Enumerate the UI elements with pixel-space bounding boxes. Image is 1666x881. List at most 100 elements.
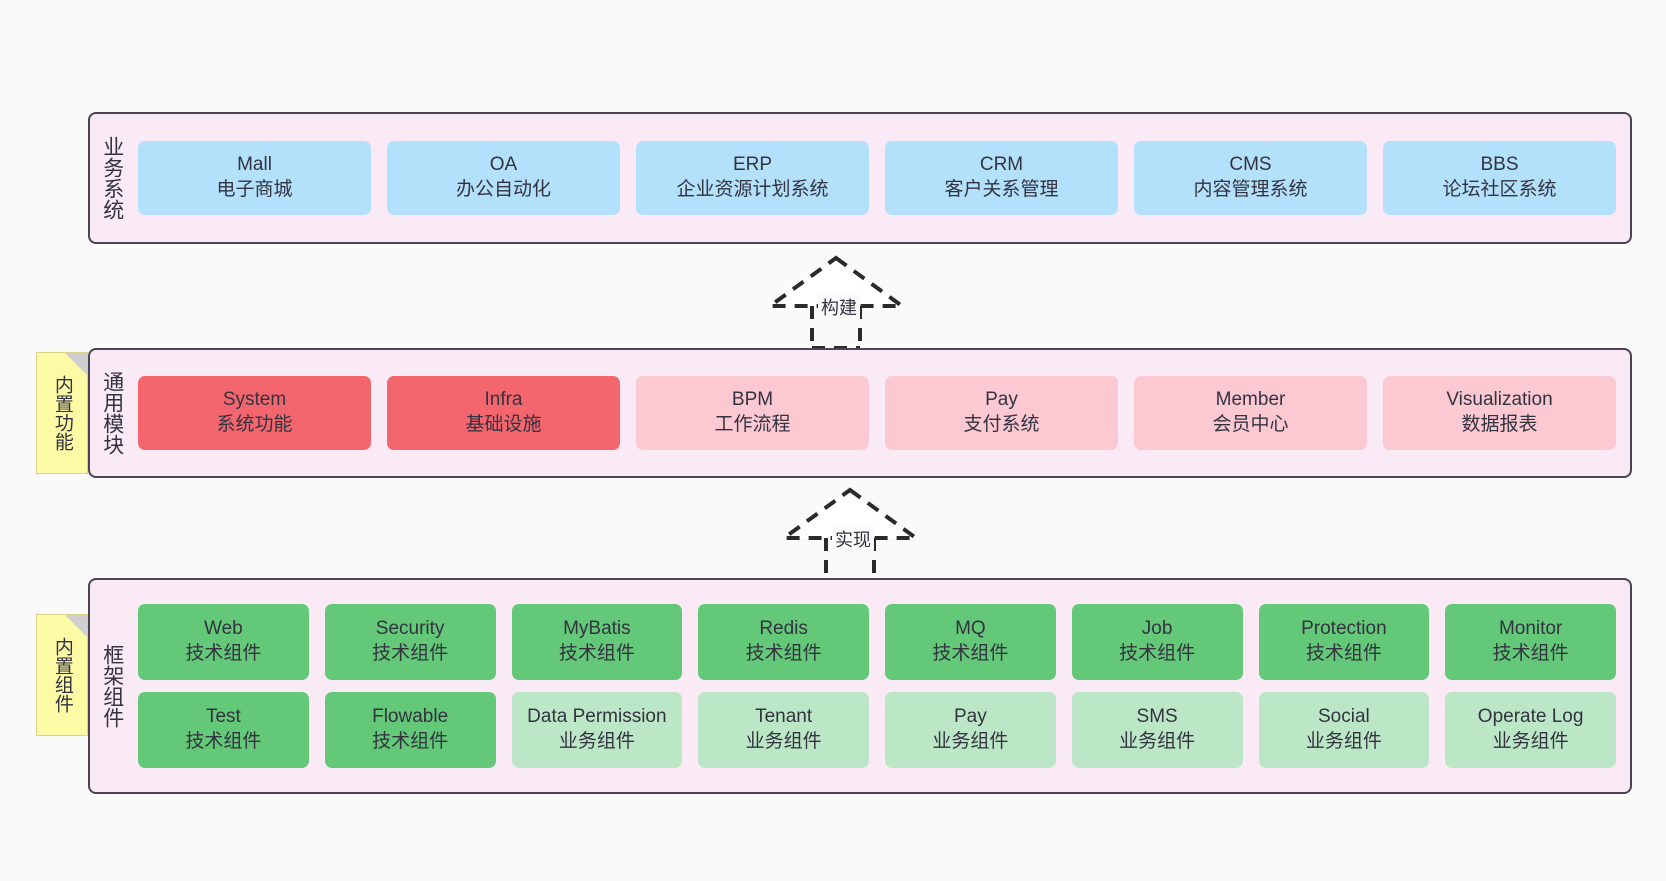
component-desc: 业务组件 [558, 731, 635, 752]
component-desc: 业务组件 [745, 731, 822, 752]
module-desc: 电子商城 [216, 179, 293, 200]
module-name: Member [1215, 389, 1286, 411]
component-card-web[interactable]: Web 技术组件 [138, 604, 309, 680]
connector-label-implement: 实现 [832, 526, 874, 552]
component-card-protection[interactable]: Protection 技术组件 [1258, 604, 1430, 680]
layer-framework-components: 框架组件 Web 技术组件 Security 技术组件 MyBatis 技术组件… [88, 578, 1632, 794]
note-builtin-function: 内置功能 [36, 352, 88, 474]
component-desc: 技术组件 [558, 643, 635, 664]
component-desc: 技术组件 [745, 643, 822, 664]
module-card-bpm[interactable]: BPM 工作流程 [636, 376, 869, 450]
component-name: Redis [759, 618, 808, 640]
component-name: Flowable [372, 706, 449, 728]
component-desc: 技术组件 [1492, 643, 1569, 664]
module-name: Pay [985, 389, 1018, 411]
module-desc: 办公自动化 [455, 179, 551, 200]
module-desc: 基础设施 [465, 414, 542, 435]
module-desc: 内容管理系统 [1193, 179, 1308, 200]
component-card-mq[interactable]: MQ 技术组件 [885, 604, 1056, 680]
component-card-pay[interactable]: Pay 业务组件 [885, 692, 1056, 768]
component-card-mybatis[interactable]: MyBatis 技术组件 [511, 604, 683, 680]
component-card-test[interactable]: Test 技术组件 [138, 692, 309, 768]
module-name: CRM [979, 154, 1024, 176]
component-desc: 技术组件 [372, 731, 449, 752]
component-card-operate-log[interactable]: Operate Log 业务组件 [1445, 692, 1616, 768]
component-name: Security [375, 618, 445, 640]
note-text: 内置功能 [51, 375, 73, 451]
component-card-redis[interactable]: Redis 技术组件 [698, 604, 869, 680]
layer-title-common: 通用模块 [100, 371, 124, 455]
component-desc: 技术组件 [372, 643, 449, 664]
layer-common-modules: 通用模块 System 系统功能 Infra 基础设施 BPM 工作流程 Pay… [88, 348, 1632, 478]
module-name: ERP [732, 154, 773, 176]
component-card-job[interactable]: Job 技术组件 [1071, 604, 1243, 680]
module-card-erp[interactable]: ERP 企业资源计划系统 [636, 141, 869, 215]
component-desc: 技术组件 [185, 643, 262, 664]
framework-row-business: Test 技术组件 Flowable 技术组件 Data Permission … [138, 692, 1616, 768]
component-name: Social [1318, 706, 1370, 728]
component-desc: 技术组件 [1305, 643, 1382, 664]
component-card-data-permission[interactable]: Data Permission 业务组件 [511, 692, 683, 768]
module-card-pay[interactable]: Pay 支付系统 [885, 376, 1118, 450]
generalization-arrowhead [777, 487, 923, 540]
module-card-crm[interactable]: CRM 客户关系管理 [885, 141, 1118, 215]
component-name: Tenant [755, 706, 813, 728]
component-name: MQ [955, 618, 986, 640]
component-card-tenant[interactable]: Tenant 业务组件 [698, 692, 869, 768]
connector-shaft [810, 306, 862, 348]
component-desc: 技术组件 [932, 643, 1009, 664]
connector-label-build: 构建 [818, 294, 860, 320]
component-name: SMS [1136, 706, 1178, 728]
module-desc: 论坛社区系统 [1442, 179, 1557, 200]
layer-body-business: Mall 电子商城 OA 办公自动化 ERP 企业资源计划系统 CRM 客户关系… [134, 114, 1630, 242]
component-card-flowable[interactable]: Flowable 技术组件 [324, 692, 496, 768]
generalization-arrowhead [763, 255, 909, 308]
note-text: 内置组件 [51, 637, 73, 713]
component-name: Protection [1301, 618, 1387, 640]
layer-body-framework: Web 技术组件 Security 技术组件 MyBatis 技术组件 Redi… [134, 580, 1630, 792]
module-card-infra[interactable]: Infra 基础设施 [387, 376, 620, 450]
connector-shaft [824, 538, 876, 580]
component-card-security[interactable]: Security 技术组件 [324, 604, 496, 680]
module-name: Visualization [1446, 389, 1553, 411]
module-card-visualization[interactable]: Visualization 数据报表 [1383, 376, 1616, 450]
component-name: Pay [954, 706, 987, 728]
common-row: System 系统功能 Infra 基础设施 BPM 工作流程 Pay 支付系统… [138, 376, 1616, 450]
note-builtin-component: 内置组件 [36, 614, 88, 736]
module-desc: 数据报表 [1461, 414, 1538, 435]
component-name: Data Permission [527, 706, 667, 728]
layer-title-framework: 框架组件 [100, 644, 124, 728]
module-card-mall[interactable]: Mall 电子商城 [138, 141, 371, 215]
module-desc: 客户关系管理 [944, 179, 1059, 200]
module-desc: 会员中心 [1212, 414, 1289, 435]
business-row: Mall 电子商城 OA 办公自动化 ERP 企业资源计划系统 CRM 客户关系… [138, 141, 1616, 215]
connector-implement: 实现 [770, 487, 930, 582]
component-card-social[interactable]: Social 业务组件 [1258, 692, 1430, 768]
component-name: Monitor [1498, 618, 1563, 640]
module-desc: 支付系统 [963, 414, 1040, 435]
module-card-system[interactable]: System 系统功能 [138, 376, 371, 450]
module-name: OA [489, 154, 518, 176]
module-desc: 企业资源计划系统 [676, 179, 829, 200]
component-name: Web [204, 618, 243, 640]
module-card-oa[interactable]: OA 办公自动化 [387, 141, 620, 215]
component-card-monitor[interactable]: Monitor 技术组件 [1445, 604, 1616, 680]
module-card-bbs[interactable]: BBS 论坛社区系统 [1383, 141, 1616, 215]
component-name: Test [205, 706, 241, 728]
component-card-sms[interactable]: SMS 业务组件 [1071, 692, 1243, 768]
module-name: BPM [731, 389, 774, 411]
component-name: Operate Log [1477, 706, 1584, 728]
module-name: Mall [237, 154, 272, 176]
component-desc: 业务组件 [1492, 731, 1569, 752]
component-name: MyBatis [563, 618, 631, 640]
layer-body-common: System 系统功能 Infra 基础设施 BPM 工作流程 Pay 支付系统… [134, 350, 1630, 476]
module-name: BBS [1480, 154, 1519, 176]
module-name: System [222, 389, 287, 411]
layer-business-systems: 业务系统 Mall 电子商城 OA 办公自动化 ERP 企业资源计划系统 CRM… [88, 112, 1632, 244]
component-desc: 技术组件 [185, 731, 262, 752]
component-desc: 业务组件 [1305, 731, 1382, 752]
module-card-cms[interactable]: CMS 内容管理系统 [1134, 141, 1367, 215]
module-card-member[interactable]: Member 会员中心 [1134, 376, 1367, 450]
module-name: CMS [1229, 154, 1272, 176]
